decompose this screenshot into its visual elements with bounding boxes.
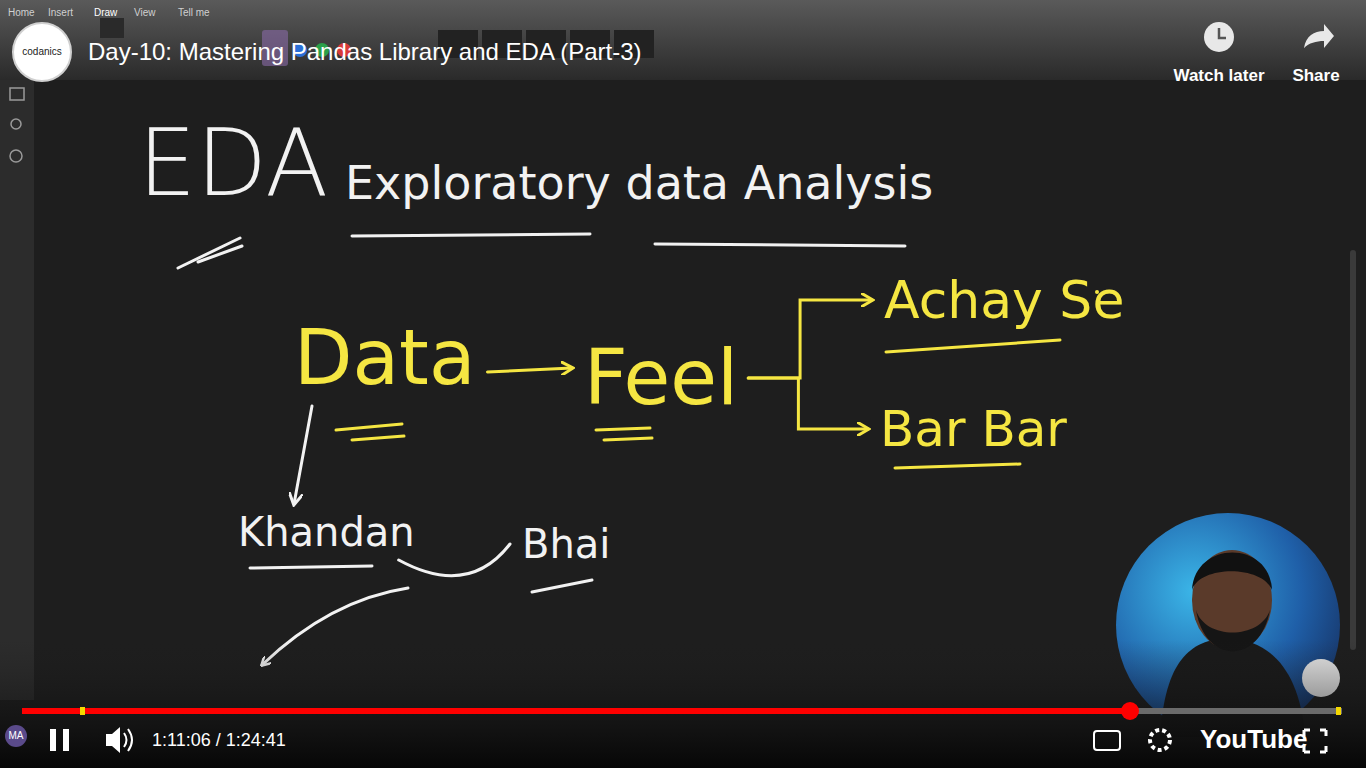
side-icon [11, 119, 21, 129]
handwritten-node: Data [290, 318, 479, 398]
bottom-overlay [0, 640, 1366, 768]
ribbon-tab: Insert [48, 8, 73, 18]
clock-hands [1219, 28, 1226, 38]
scrollbar [1350, 250, 1356, 650]
underline [352, 234, 590, 236]
ribbon-tab: Home [8, 8, 35, 18]
settings-icon [1150, 730, 1170, 750]
button-label: Watch later [1173, 67, 1264, 84]
share-icon [1304, 24, 1334, 48]
top-overlay [0, 0, 1366, 80]
video-title: Day-10: Mastering Pandas Library and EDA… [88, 40, 642, 64]
sketch-connector [294, 406, 312, 504]
node-text: Bar Bar [880, 404, 1067, 454]
cc-icon [1094, 731, 1120, 750]
sketch-connector [487, 368, 572, 372]
handwritten-node: Bhai [518, 522, 614, 566]
node-text: Achay Se [884, 274, 1124, 326]
ribbon-tab: View [134, 8, 156, 18]
time-display: 1:11:06 / 1:24:41 [152, 731, 286, 749]
handwritten-node: Khandan [234, 510, 419, 554]
sketch-connector [748, 378, 868, 429]
underline [596, 428, 652, 440]
volume-icon [106, 727, 120, 753]
sketch-connector [399, 544, 510, 576]
ribbon-swatch [100, 18, 124, 38]
underline [336, 424, 404, 440]
underline [532, 580, 592, 592]
node-text: Khandan [238, 512, 415, 552]
underline [895, 464, 1020, 468]
heading-text: Exploratory data Analysis [345, 160, 933, 206]
avatar-text: MA [9, 731, 24, 741]
handwritten-node: Feel [580, 338, 742, 418]
handwritten-node: Bar Bar [876, 402, 1071, 456]
brand-text: YouTube [1200, 726, 1307, 752]
node-text: Bhai [522, 524, 610, 564]
side-strip [0, 80, 34, 700]
side-icon [10, 150, 22, 162]
avatar [5, 725, 27, 747]
pause-icon [63, 729, 69, 751]
sketch-connector [748, 300, 872, 378]
node-text: Data [294, 320, 475, 396]
handwritten-node: Achay Se [880, 272, 1128, 328]
node-text: Feel [584, 340, 738, 416]
volume-waves [124, 729, 132, 751]
scrubber [1121, 702, 1139, 720]
ribbon-tab: Draw [94, 8, 117, 18]
side-icon [10, 88, 24, 100]
chapter-marker [80, 707, 85, 715]
chapter-marker [1336, 707, 1341, 715]
clock-icon [1204, 22, 1234, 52]
logo-text: codanics [22, 47, 61, 57]
underline [250, 566, 372, 568]
channel-logo [13, 23, 71, 81]
heading-text: EDA [138, 118, 328, 210]
underline [886, 340, 1060, 352]
button-label: Share [1292, 67, 1339, 84]
progress-track [22, 708, 1342, 714]
underline [655, 244, 905, 246]
underline [178, 238, 242, 268]
ribbon-tab: Tell me [178, 8, 210, 18]
pause-icon [50, 729, 56, 751]
presenter-hair [1192, 553, 1272, 591]
progress-played [22, 708, 1130, 714]
